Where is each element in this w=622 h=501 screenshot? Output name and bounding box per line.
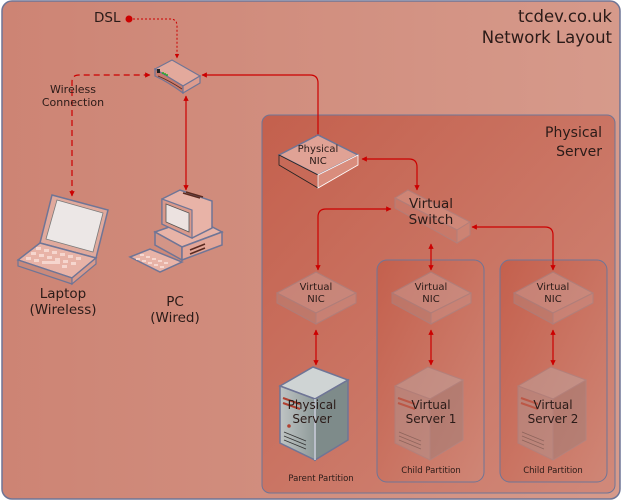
title-line-1: tcdev.co.uk [517, 7, 612, 26]
physical-server-group-line-2: Server [556, 144, 602, 160]
wireless-label-line-1: Wireless [49, 83, 97, 96]
virtual-switch-line-2: Switch [408, 212, 454, 229]
parent-partition-label: Parent Partition [288, 474, 354, 484]
virtual-nic-child1-line-2: NIC [422, 294, 440, 305]
dsl-label: DSL [94, 10, 121, 26]
physical-nic-line-1: Physical [297, 144, 339, 155]
virtual-server-2-icon [516, 366, 588, 461]
virtual-switch-line-1: Virtual [408, 196, 454, 212]
virtual-server-2-label: Virtual Server 2 [520, 398, 586, 427]
dsl-link [133, 18, 180, 59]
wireless-connection-label: Wireless Connection [34, 83, 112, 109]
virtual-switch-icon [393, 189, 472, 244]
virtual-server-2-line-1: Virtual [533, 398, 573, 412]
pc-label-line-2: (Wired) [150, 310, 200, 327]
title-line-2: Network Layout [481, 28, 612, 47]
laptop-label-line-1: Laptop [39, 286, 87, 302]
virtual-nic-child2-icon [512, 271, 595, 325]
virtual-switch-label: Virtual Switch [398, 196, 464, 228]
virtual-server-2-line-2: Server 2 [527, 412, 579, 427]
wireless-link [69, 72, 151, 197]
virtual-nic-parent-icon [275, 271, 358, 325]
laptop-label-line-2: (Wireless) [29, 302, 97, 319]
child-partition-2-label: Child Partition [523, 466, 583, 476]
pc-label: PC (Wired) [140, 294, 210, 326]
diagram-title: tcdev.co.uk Network Layout [482, 6, 612, 48]
physical-server-group-line-1: Physical [545, 125, 602, 141]
virtual-nic-child1-icon [390, 271, 473, 325]
laptop-label: Laptop (Wireless) [18, 286, 108, 318]
virtual-nic-parent-line-2: NIC [307, 294, 325, 305]
virtual-nic-parent-line-1: Virtual [299, 282, 333, 293]
virtual-nic-child1-label: Virtual NIC [401, 282, 461, 306]
switch-vnic-parent-link [315, 206, 392, 271]
nic-switch-link [361, 156, 420, 191]
virtual-server-1-line-1: Virtual [411, 398, 451, 412]
physical-nic-icon [277, 134, 360, 189]
wireless-label-line-2: Connection [41, 96, 105, 110]
pc-icon [128, 189, 224, 273]
virtual-nic-child2-line-1: Virtual [536, 282, 570, 293]
virtual-nic-parent-label: Virtual NIC [286, 282, 346, 306]
virtual-server-1-label: Virtual Server 1 [398, 398, 464, 427]
physical-server-line-1: Physical [287, 398, 337, 412]
physical-server-line-2: Server [292, 412, 332, 427]
virtual-nic-child1-line-1: Virtual [414, 282, 448, 293]
child-partition-1-label: Child Partition [401, 466, 461, 476]
physical-server-group-label: Physical Server [545, 124, 602, 162]
virtual-nic-child2-line-2: NIC [544, 294, 562, 305]
physical-server-label: Physical Server [282, 398, 342, 427]
virtual-server-1-icon [393, 366, 465, 461]
router-nic-link [201, 72, 321, 141]
physical-nic-line-2: NIC [309, 156, 327, 167]
pc-label-line-1: PC [166, 294, 184, 310]
physical-server-icon [278, 366, 350, 462]
laptop-icon [16, 194, 109, 286]
physical-nic-label: Physical NIC [288, 144, 348, 168]
switch-vnic-child2-link [471, 224, 556, 271]
router-icon [153, 59, 202, 95]
dsl-endpoint-dot [125, 15, 133, 23]
virtual-nic-child2-label: Virtual NIC [523, 282, 583, 306]
virtual-server-1-line-2: Server 1 [405, 412, 457, 427]
